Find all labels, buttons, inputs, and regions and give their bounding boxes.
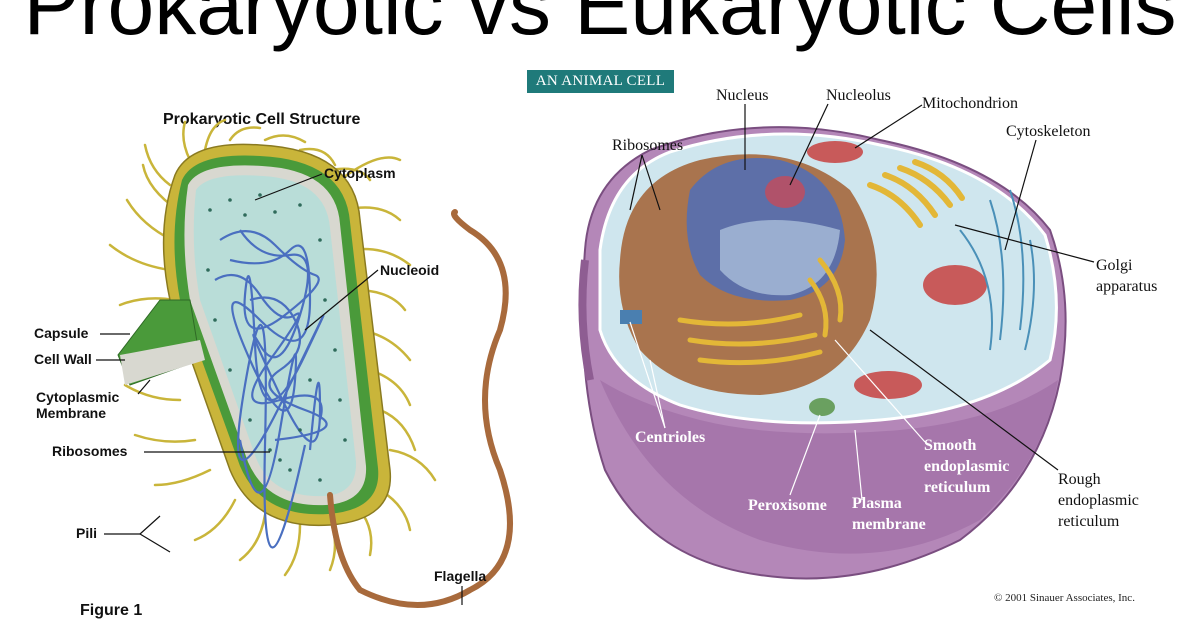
label-ribosomes-euk: Ribosomes	[612, 137, 683, 154]
nucleolus	[765, 176, 805, 208]
label-plasma-1: Plasma	[852, 495, 902, 512]
label-cell-wall: Cell Wall	[34, 351, 92, 367]
copyright-notice: © 2001 Sinauer Associates, Inc.	[994, 592, 1135, 604]
mitochondrion-bottom	[854, 371, 922, 399]
leader-nucleolus	[789, 103, 829, 186]
leader-centrioles-a	[629, 321, 666, 429]
membrane-rim	[578, 259, 594, 381]
prokaryote-heading: Prokaryotic Cell Structure	[163, 111, 361, 128]
label-mitochondrion: Mitochondrion	[922, 95, 1018, 112]
label-plasma-2: membrane	[852, 516, 926, 533]
label-flagella: Flagella	[434, 568, 486, 584]
label-smooth-er-3: reticulum	[924, 479, 991, 496]
animal-cell-badge: AN ANIMAL CELL	[527, 70, 674, 93]
cytoplasm-region	[193, 175, 357, 497]
label-centrioles: Centrioles	[635, 429, 705, 446]
nucleoid-dna	[214, 229, 328, 549]
label-rough-er-3: reticulum	[1058, 513, 1120, 530]
label-rough-er-1: Rough	[1058, 471, 1101, 488]
nucleus-cut	[720, 220, 840, 296]
label-nucleolus: Nucleolus	[826, 87, 891, 104]
leader-cytoskeleton	[1004, 139, 1037, 251]
leader-ribosomes-b	[641, 154, 661, 211]
leader-plasma-membrane	[854, 429, 863, 501]
leader-centrioles-b	[649, 359, 666, 429]
label-nucleus: Nucleus	[716, 87, 768, 104]
leader-mitochondrion	[854, 104, 923, 149]
label-golgi-1: Golgi	[1096, 257, 1133, 274]
label-rough-er-2: endoplasmic	[1058, 492, 1139, 509]
leader-smooth-er	[834, 339, 926, 443]
label-nucleoid: Nucleoid	[380, 262, 439, 278]
page-title: Prokaryotic vs Eukaryotic Cells	[23, 0, 1177, 52]
leader-cytoplasm	[254, 173, 323, 201]
mitochondrion-top	[807, 141, 863, 163]
leader-membrane	[137, 379, 151, 395]
label-smooth-er-2: endoplasmic	[924, 458, 1009, 475]
figure-caption: Figure 1	[80, 602, 143, 619]
label-smooth-er-1: Smooth	[924, 437, 977, 454]
leader-golgi	[954, 224, 1095, 263]
lower-body-shade	[600, 380, 1058, 554]
leader-nucleoid	[304, 269, 379, 331]
smooth-er	[677, 257, 844, 366]
flagellum	[327, 209, 513, 608]
leader-ribosomes-a	[629, 154, 643, 211]
leader-pili-b	[139, 515, 161, 535]
label-cytoskeleton: Cytoskeleton	[1006, 123, 1090, 140]
label-cytoplasmic-2: Membrane	[36, 405, 106, 421]
label-peroxisome: Peroxisome	[748, 497, 827, 514]
prokaryote-ribosomes	[206, 193, 347, 482]
leader-peroxisome	[789, 414, 821, 496]
flap-membrane	[120, 340, 205, 385]
label-capsule: Capsule	[34, 325, 89, 341]
mitochondrion-right	[923, 265, 987, 305]
cytoskeleton	[959, 189, 1035, 351]
golgi-apparatus	[867, 159, 965, 228]
peroxisome	[809, 398, 835, 416]
label-cytoplasm: Cytoplasm	[324, 165, 396, 181]
label-golgi-2: apparatus	[1096, 278, 1157, 295]
label-ribosomes-pro: Ribosomes	[52, 443, 128, 459]
leader-pili-c	[139, 533, 171, 553]
leader-rough-er	[869, 329, 1059, 471]
centrioles	[620, 310, 642, 324]
label-cytoplasmic-1: Cytoplasmic	[36, 389, 119, 405]
label-pili: Pili	[76, 525, 97, 541]
